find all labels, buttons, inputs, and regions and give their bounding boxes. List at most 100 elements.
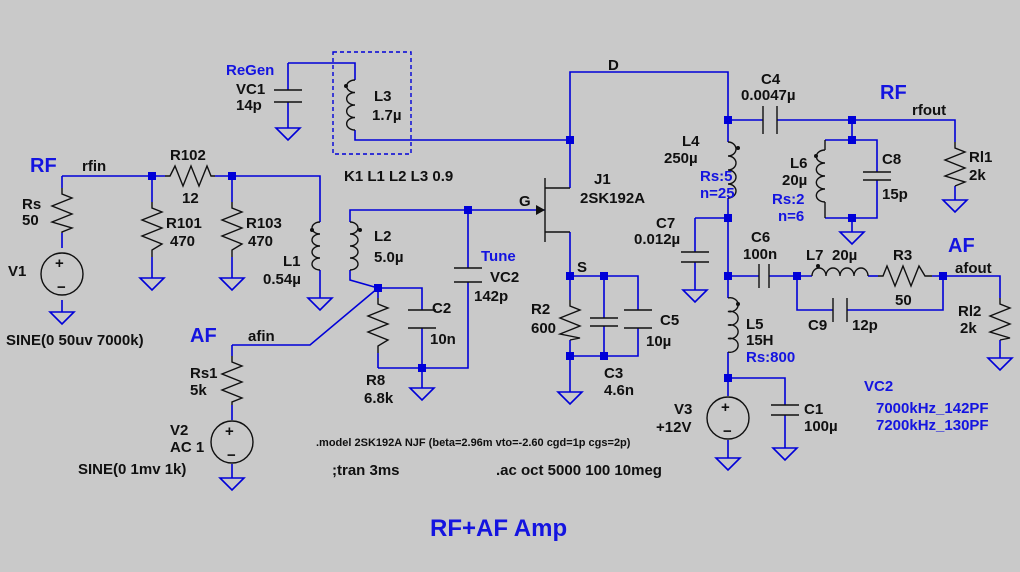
voltage-source-v1: + − <box>40 252 84 296</box>
c8-name: C8 <box>882 151 901 168</box>
c7-name: C7 <box>656 215 675 232</box>
l5-rs: Rs:800 <box>746 349 795 366</box>
net-tune: Tune <box>481 248 516 265</box>
l6-value: 20µ <box>782 172 807 189</box>
capacitor-c9 <box>832 298 848 322</box>
l4-name: L4 <box>682 133 700 150</box>
v2-value: AC 1 <box>170 439 204 456</box>
r8-name: R8 <box>366 372 385 389</box>
svg-text:−: − <box>57 279 66 296</box>
capacitor-c5 <box>624 309 652 329</box>
l5-value: 15H <box>746 332 774 349</box>
capacitor-vc1 <box>274 89 302 103</box>
resistor-r8 <box>366 298 390 353</box>
tran-directive: ;tran 3ms <box>332 462 400 479</box>
resistor-rs1 <box>220 356 244 405</box>
rl2-value: 2k <box>960 320 977 337</box>
rs-name: Rs <box>22 196 41 213</box>
net-rfout: rfout <box>912 102 946 119</box>
l7-name: L7 <box>806 247 824 264</box>
capacitor-c2 <box>408 309 436 329</box>
rl2-name: Rl2 <box>958 303 981 320</box>
vc2-notes-heading: VC2 <box>864 378 893 395</box>
l4-value: 250µ <box>664 150 698 167</box>
capacitor-c6 <box>758 264 770 288</box>
c9-value: 12p <box>852 317 878 334</box>
r102-value: 12 <box>182 190 199 207</box>
capacitor-c3 <box>590 317 618 327</box>
c4-name: C4 <box>761 71 781 88</box>
c2-value: 10n <box>430 331 456 348</box>
vc2-notes-line1: 7000kHz_142PF <box>876 400 989 417</box>
capacitor-c4 <box>762 106 778 134</box>
c5-name: C5 <box>660 312 679 329</box>
svg-text:+: + <box>225 423 234 440</box>
resistor-rl1 <box>942 142 968 187</box>
inductor-l1 <box>310 221 321 271</box>
l2-value: 5.0µ <box>374 249 404 266</box>
c2-name: C2 <box>432 300 451 317</box>
l3-name: L3 <box>374 88 392 105</box>
inductor-l4 <box>727 141 740 199</box>
resistor-r103 <box>220 202 244 257</box>
c6-name: C6 <box>751 229 770 246</box>
vc1-name: VC1 <box>236 81 265 98</box>
c3-value: 4.6n <box>604 382 634 399</box>
svg-text:−: − <box>227 447 236 464</box>
r3-name: R3 <box>893 247 912 264</box>
svg-text:+: + <box>55 255 64 272</box>
l4-n: n=25 <box>700 185 735 202</box>
c4-value: 0.0047µ <box>741 87 796 104</box>
inductor-l3 <box>344 79 356 131</box>
v1-value: SINE(0 50uv 7000k) <box>6 332 144 349</box>
l2-name: L2 <box>374 228 392 245</box>
l1-name: L1 <box>283 253 301 270</box>
vc2-notes-line2: 7200kHz_130PF <box>876 417 989 434</box>
capacitor-c1 <box>771 404 799 416</box>
transistor-j1 <box>536 178 570 242</box>
l6-n: n=6 <box>778 208 804 225</box>
c3-name: C3 <box>604 365 623 382</box>
l5-name: L5 <box>746 316 764 333</box>
net-afout: afout <box>955 260 992 277</box>
l6-name: L6 <box>790 155 808 172</box>
net-afin: afin <box>248 328 275 345</box>
af-out-title: AF <box>948 235 975 257</box>
inductor-l7 <box>811 264 869 277</box>
r2-name: R2 <box>531 301 550 318</box>
wires <box>61 62 1001 478</box>
v3-value: +12V <box>656 419 691 436</box>
v2-extra: SINE(0 1mv 1k) <box>78 461 186 478</box>
model-directive: .model 2SK192A NJF (beta=2.96m vto=-2.60… <box>316 437 631 449</box>
svg-text:+: + <box>721 399 730 416</box>
c9-name: C9 <box>808 317 827 334</box>
r101-name: R101 <box>166 215 202 232</box>
vc2-name: VC2 <box>490 269 519 286</box>
ac-directive: .ac oct 5000 100 10meg <box>496 462 662 479</box>
resistor-r102 <box>165 164 215 188</box>
net-gate: G <box>519 193 531 210</box>
voltage-source-v3: + − <box>706 396 750 440</box>
l4-rs: Rs:5 <box>700 168 733 185</box>
voltage-source-v2: + − <box>210 420 254 464</box>
resistor-rl2 <box>987 298 1012 341</box>
resistor-rs <box>49 188 75 233</box>
inductor-l6 <box>814 140 826 218</box>
j1-value: 2SK192A <box>580 190 645 207</box>
c1-name: C1 <box>804 401 823 418</box>
capacitor-vc2 <box>454 267 482 283</box>
coupling-directive: K1 L1 L2 L3 0.9 <box>344 168 453 185</box>
net-regen: ReGen <box>226 62 274 79</box>
ground-symbols <box>48 127 1014 492</box>
v2-name: V2 <box>170 422 188 439</box>
r101-value: 470 <box>170 233 195 250</box>
v1-name: V1 <box>8 263 26 280</box>
shield-box <box>332 51 412 155</box>
inductor-l5 <box>727 297 740 353</box>
net-source: S <box>577 259 587 276</box>
rf-out-title: RF <box>880 82 907 104</box>
c5-value: 10µ <box>646 333 671 350</box>
c6-value: 100n <box>743 246 777 263</box>
